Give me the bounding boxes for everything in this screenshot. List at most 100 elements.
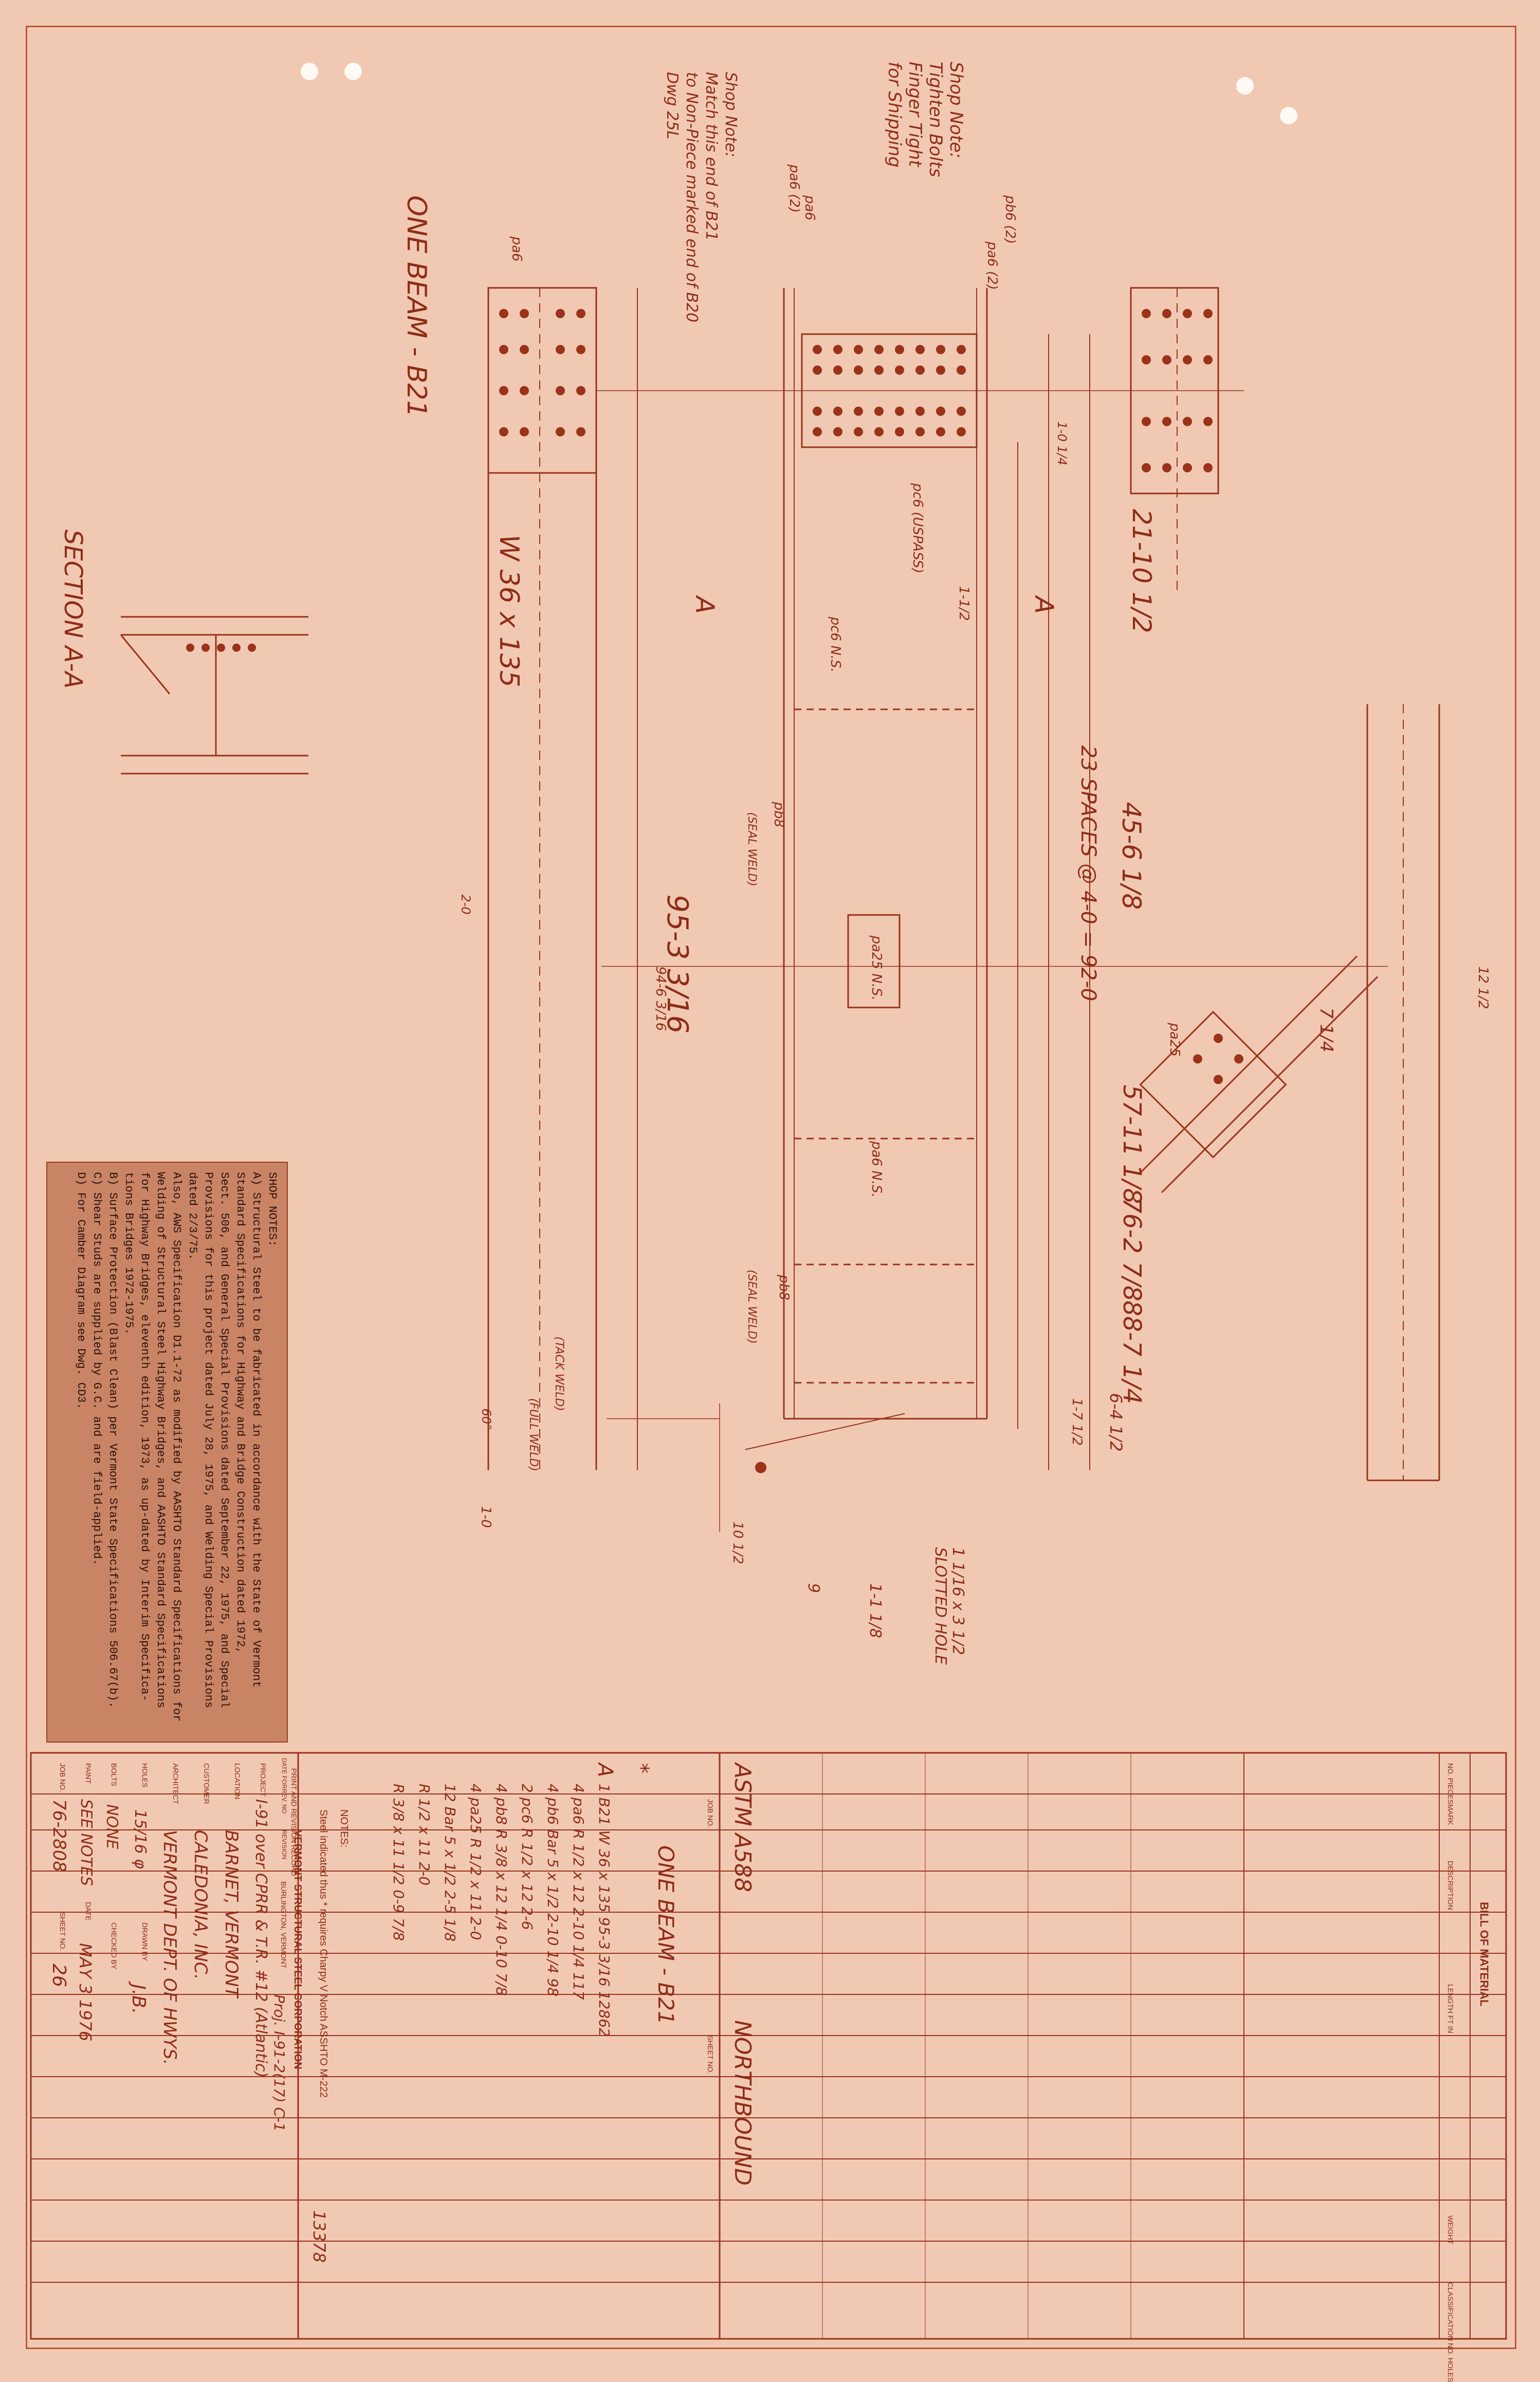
weld-note: (FULL WELD) bbox=[527, 1398, 540, 1472]
customer-label: CUSTOMER bbox=[203, 1763, 211, 1804]
bill-header-pieces: NO. PIECES bbox=[1446, 1763, 1455, 1805]
shop-notes-line: Standard Specifications for Highway and … bbox=[234, 1172, 247, 1654]
shop-note-line: Dwg 25L bbox=[663, 72, 681, 140]
bill-header-classification: CLASSIFICATION NO. HOLES bbox=[1446, 2282, 1455, 2382]
shop-notes-line: B) Surface Protection (Blast Clean) per … bbox=[106, 1172, 119, 1708]
shop-note-match: Shop Note: Match this end of B21 to Non-… bbox=[662, 72, 740, 322]
revision-header: REV. NO bbox=[281, 1789, 288, 1814]
job-no-label-tb: JOB NO. bbox=[59, 1763, 67, 1792]
bill-total: 13378 bbox=[309, 2210, 329, 2263]
bolts-value: NONE bbox=[103, 1804, 121, 1849]
project-number: Proj. I-91-2(17) C-1 bbox=[271, 1994, 288, 2132]
shop-notes-line: for Highway Bridges, eleventh edition, 1… bbox=[138, 1172, 151, 1701]
bill-row: 4 pa25 R 1/2 x 11 2-0 bbox=[467, 1784, 484, 1940]
shop-note-line: for Shipping bbox=[884, 62, 905, 168]
member-sub-length: 94-6 3/16 bbox=[653, 966, 668, 1031]
architect-value: VERMONT DEPT. OF HWYS. bbox=[159, 1830, 180, 2065]
dimension-text: 10 1/2 bbox=[730, 1522, 745, 1565]
bill-title: BILL OF MATERIAL bbox=[1478, 1902, 1491, 2007]
dimension-text: 1-0 1/4 bbox=[1055, 422, 1069, 466]
location-value: BARNET, VERMONT bbox=[221, 1830, 242, 1998]
plate-label: pb8 bbox=[776, 1275, 792, 1300]
shop-notes-line: tions Bridges 1972-1975. bbox=[122, 1172, 135, 1335]
section-label: SECTION A-A bbox=[59, 529, 87, 689]
drawn-value: J.B. bbox=[128, 1984, 149, 2014]
plate-label: pa6 (2) bbox=[786, 164, 802, 213]
dimension-text: 23 SPACES @ 4-0 = 92-0 bbox=[1076, 745, 1100, 1001]
bill-header-length: LENGTH FT IN bbox=[1446, 1984, 1455, 2033]
job-no-value: 76-2808 bbox=[49, 1799, 69, 1873]
holes-value: 15/16 φ bbox=[131, 1809, 149, 1869]
dimension-text: 88-7 1/4 bbox=[1117, 1300, 1146, 1404]
bill-row: 2 pc6 R 1/2 x 12 2-6 bbox=[519, 1784, 536, 1930]
shop-note-line: Shop Note: bbox=[722, 72, 740, 158]
shop-note-line: to Non-Piece marked end of B20 bbox=[683, 72, 701, 323]
shop-notes-box bbox=[46, 1162, 288, 1743]
dimension-text: 1-7 1/2 bbox=[1069, 1398, 1085, 1446]
steel-note: Steel indicated thus * requires Charpy V… bbox=[318, 1809, 329, 2098]
bill-header-weight: WEIGHT bbox=[1446, 2215, 1455, 2244]
paint-label: PAINT bbox=[84, 1763, 93, 1784]
bill-direction: NORTHBOUND bbox=[729, 2020, 756, 2186]
bill-material: ASTM A588 bbox=[729, 1763, 756, 1892]
bill-row: 12 Bar 5 x 1/2 2-5 1/8 bbox=[442, 1784, 459, 1942]
project-value: I-91 over CPRR & T.R. #12 (Atlantic) bbox=[252, 1799, 270, 2078]
section-marker-left: A bbox=[690, 596, 720, 614]
weld-note: (SEAL WELD) bbox=[745, 1270, 758, 1344]
date-label: DATE bbox=[84, 1902, 93, 1921]
bill-rows: 1 B21 W 36 x 135 95-3 3/16 12862 4 pa6 R… bbox=[386, 1784, 617, 2037]
shop-notes-line: Welding of Structural Steel Highway Brid… bbox=[154, 1172, 167, 1708]
punch-hole bbox=[1280, 107, 1297, 124]
date-value: MAY 3 1976 bbox=[76, 1943, 95, 2042]
punch-hole bbox=[344, 63, 362, 80]
notes-label: NOTES: bbox=[338, 1809, 350, 1848]
dimension-text: 1 1/16 x 3 1/2 SLOTTED HOLE bbox=[931, 1547, 967, 1665]
shop-notes-line: A) Structural Steel to be fabricated in … bbox=[250, 1172, 263, 1688]
revision-record-title: PRINT AND REVISION RECORD bbox=[290, 1768, 298, 1876]
dimension-text: 12 1/2 bbox=[1475, 966, 1491, 1010]
shop-notes-heading: SHOP NOTES: bbox=[266, 1172, 279, 1247]
paint-value: SEE NOTES bbox=[77, 1799, 95, 1886]
dimension-text: 60° bbox=[479, 1408, 493, 1431]
plate-label: pb6 (2) bbox=[1002, 195, 1018, 244]
shop-note-line: Shop Note: bbox=[946, 62, 966, 159]
bill-member-line: ONE BEAM - B21 bbox=[653, 1845, 679, 2025]
bill-header-description: DESCRIPTION bbox=[1446, 1861, 1455, 1910]
architect-label: ARCHITECT bbox=[172, 1763, 180, 1805]
shop-note-line: Match this end of B21 bbox=[702, 72, 720, 241]
bolts-label: BOLTS bbox=[110, 1763, 118, 1786]
plate-label: pa6 bbox=[509, 236, 524, 262]
member-shape: W 36 x 135 bbox=[493, 535, 524, 688]
bill-revision-mark: A bbox=[593, 1763, 617, 1778]
dimension-text: 45-6 1/8 bbox=[1116, 802, 1146, 910]
dimension-text: 1-0 bbox=[478, 1506, 493, 1528]
bill-row: 4 pb6 Bar 5 x 1/2 2-10 1/4 98 bbox=[544, 1784, 561, 1997]
shop-notes-line: Also, AWS Specification D1.1-72 as modif… bbox=[170, 1172, 183, 1722]
sheet-no-label: SHEET NO. bbox=[706, 2036, 714, 2075]
bill-star: * bbox=[629, 1763, 653, 1773]
shop-notes-text: SHOP NOTES: A) Structural Steel to be fa… bbox=[73, 1172, 280, 1721]
job-no-label: JOB NO. bbox=[706, 1799, 714, 1828]
shop-notes-line: dated 2/3/75. bbox=[186, 1172, 199, 1260]
dimension-text: 1-1/2 bbox=[956, 586, 971, 621]
dimension-text: 21-10 1/2 bbox=[1127, 509, 1157, 633]
plate-label: pb8 bbox=[771, 802, 786, 828]
dimension-text: 7 1/4 bbox=[1316, 1007, 1336, 1053]
plate-label: pa6 N.S. bbox=[869, 1141, 884, 1198]
punch-hole bbox=[1236, 77, 1254, 95]
sheet-no-label-tb: SHEET NO. bbox=[59, 1912, 67, 1951]
shop-notes-line: C) Shear Studs are supplied by G.C. and … bbox=[90, 1172, 103, 1566]
member-title: ONE BEAM - B21 bbox=[401, 195, 432, 417]
revision-header: REVISION bbox=[281, 1830, 288, 1860]
weld-note: (TACK WELD) bbox=[553, 1336, 565, 1412]
dimension-text: 6-4 1/2 bbox=[1106, 1393, 1126, 1452]
sheet-border bbox=[26, 26, 1516, 2349]
sheet-no-value: 26 bbox=[48, 1964, 69, 1987]
plate-label: pa25 bbox=[1167, 1023, 1182, 1057]
holes-label: HOLES bbox=[141, 1763, 149, 1788]
bill-row: 4 pa6 R 1/2 x 12 2-10 1/4 117 bbox=[570, 1784, 587, 2000]
shop-notes-line: Provisions for this project dated July 2… bbox=[202, 1172, 215, 1708]
project-label: PROJECT bbox=[259, 1763, 267, 1797]
customer-value: CALEDONIA, INC. bbox=[190, 1830, 211, 1980]
plate-label: pc6 (USPASS) bbox=[910, 483, 925, 574]
